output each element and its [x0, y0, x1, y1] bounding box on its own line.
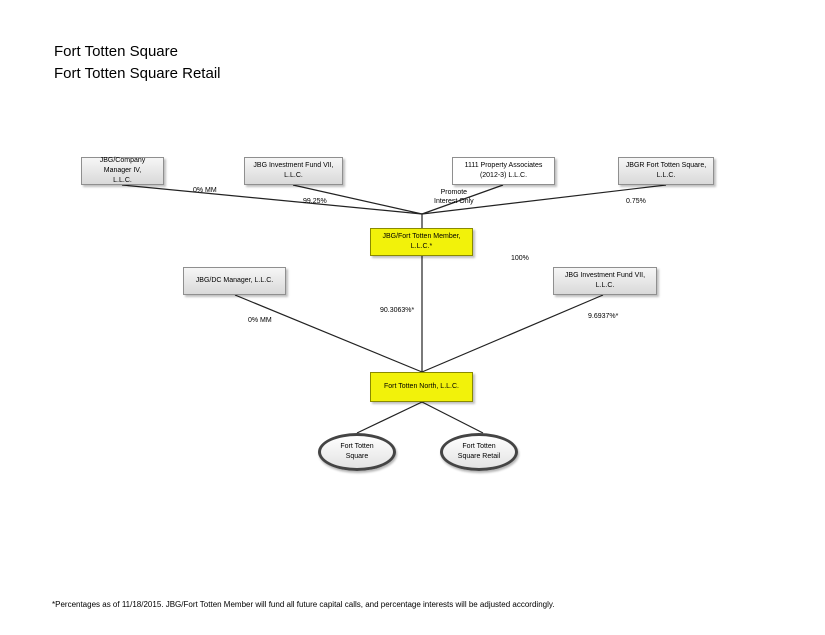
- line-property-associates: [421, 184, 504, 215]
- label-100pct: 100%: [511, 255, 529, 262]
- line-company-manager: [121, 184, 423, 215]
- entity-fort-totten-member: JBG/Fort Totten Member, L.L.C.*: [370, 228, 473, 256]
- line-north-to-retail: [421, 401, 484, 434]
- label-0pct-mm-dc: 0% MM: [248, 317, 272, 324]
- line-jbgr: [421, 184, 667, 215]
- label-90-3063pct: 90.3063%*: [380, 307, 415, 314]
- entity-jbg-investment-fund-top: JBG Investment Fund VII, L.L.C.: [244, 157, 343, 185]
- label-99-25pct: 99.25%: [303, 198, 327, 205]
- label-promote-interest-only: Promote Interest Only: [434, 189, 474, 205]
- footnote: *Percentages as of 11/18/2015. JBG/Fort …: [52, 600, 555, 609]
- entity-jbg-dc-manager: JBG/DC Manager, L.L.C.: [183, 267, 286, 295]
- entity-fort-totten-north: Fort Totten North, L.L.C.: [370, 372, 473, 402]
- label-0pct-mm-top: 0% MM: [193, 187, 217, 194]
- line-north-to-square: [356, 401, 423, 434]
- page-subtitle: Fort Totten Square Retail: [54, 65, 221, 82]
- property-fort-totten-square-retail: Fort Totten Square Retail: [440, 433, 518, 471]
- line-fund-top: [292, 184, 423, 215]
- label-0-75pct: 0.75%: [626, 198, 646, 205]
- entity-jbg-investment-fund-right: JBG Investment Fund VII, L.L.C.: [553, 267, 657, 295]
- property-fort-totten-square: Fort Totten Square: [318, 433, 396, 471]
- label-9-6937pct: 9.6937%*: [588, 313, 619, 320]
- entity-jbgr-fort-totten: JBGR Fort Totten Square, L.L.C.: [618, 157, 714, 185]
- page-title: Fort Totten Square: [54, 43, 178, 60]
- line-fund-right: [421, 294, 604, 373]
- entity-jbg-company-manager: JBG/Company Manager IV, L.L.C.: [81, 157, 164, 185]
- entity-1111-property-associates: 1111 Property Associates (2012-3) L.L.C.: [452, 157, 555, 185]
- line-dc-manager: [234, 294, 423, 373]
